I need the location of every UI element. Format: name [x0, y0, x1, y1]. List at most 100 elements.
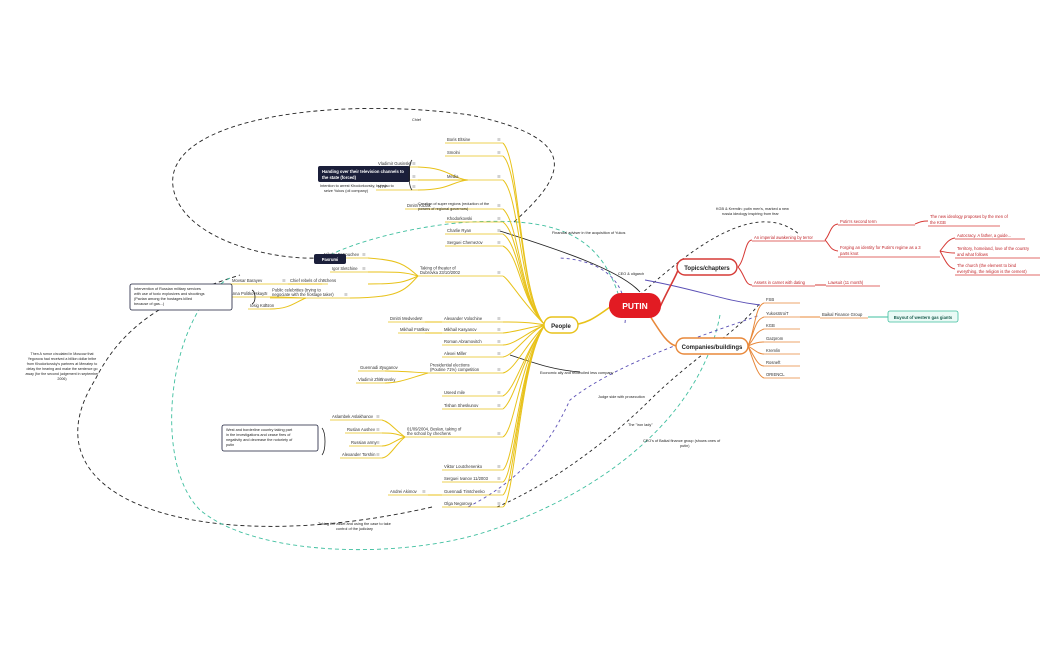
people-node-14[interactable]: Tishan Sheskunov☰: [442, 403, 503, 410]
note-icon[interactable]: ☰: [497, 150, 501, 155]
people-node-3[interactable]: Dmitri Kozak☰: [405, 203, 503, 210]
topic-identity-l2[interactable]: parts knot: [840, 251, 859, 256]
people-node-16[interactable]: Viktor Loutchenenko☰: [442, 464, 503, 471]
topic-church-l2[interactable]: everything, the religion is the cement): [957, 269, 1027, 274]
note-icon[interactable]: ☰: [497, 203, 501, 208]
note-icon[interactable]: ☰: [264, 303, 268, 308]
note-icon[interactable]: ☰: [379, 365, 383, 370]
intervention-callout[interactable]: Intervention of Russian military service…: [129, 283, 233, 311]
people-node-18[interactable]: Guennadi Timtchenko☰: [442, 489, 503, 496]
company-node-4[interactable]: Kremlin: [764, 348, 800, 355]
note-icon[interactable]: ☰: [322, 278, 326, 283]
buyout-callout[interactable]: Buyout of western gas giants: [887, 310, 959, 323]
people-node-13[interactable]: Useed mile☰: [442, 390, 503, 397]
note-icon[interactable]: ☰: [282, 278, 286, 283]
note-icon[interactable]: ☰: [376, 440, 380, 445]
note-icon[interactable]: ☰: [497, 174, 501, 179]
dubrovka-sub-2[interactable]: Iosig Kobzon☰: [248, 303, 275, 310]
note-icon[interactable]: ☰: [497, 431, 501, 436]
west-callout[interactable]: West and borderline country taking part …: [221, 424, 319, 452]
people-node-4[interactable]: Khodorkovski☰: [445, 216, 503, 223]
note-icon[interactable]: ☰: [497, 270, 501, 275]
topic-territory-l1[interactable]: Territory, homeland, love of the country: [957, 246, 1030, 251]
note-icon[interactable]: ☰: [497, 316, 501, 321]
beslan-node-1[interactable]: Ruslan Aushev☰: [345, 427, 382, 434]
people-node-8[interactable]: Alexander Volochine☰: [442, 316, 503, 323]
beslan-node-3[interactable]: Alexander Torshin☰: [340, 452, 382, 459]
note-icon[interactable]: ☰: [412, 161, 416, 166]
company-node-5[interactable]: Rosneft: [764, 360, 800, 367]
note-icon[interactable]: ☰: [497, 476, 501, 481]
people-node-0[interactable]: Boris Eltsine☰: [445, 137, 503, 144]
topic-territory-l2[interactable]: and what follows: [957, 252, 988, 257]
beslan-node-2[interactable]: Russian army☰: [349, 440, 382, 447]
note-icon[interactable]: ☰: [497, 403, 501, 408]
topic-new-ideology-l2[interactable]: the KGB: [930, 220, 946, 225]
dubrovka-node-1[interactable]: Igor Sletchine☰: [330, 266, 368, 273]
media-node-2[interactable]: NTV☰: [376, 184, 418, 191]
dubrovka-node-2[interactable]: Chief rebels of chechens☰: [288, 278, 336, 285]
people-node-1[interactable]: Smolni☰: [445, 150, 503, 157]
company-node-2[interactable]: KGB: [764, 323, 800, 330]
note-icon[interactable]: ☰: [376, 427, 380, 432]
dubrovka-sub-0[interactable]: Movsar Barayev☰: [230, 278, 288, 285]
note-icon[interactable]: ☰: [497, 216, 501, 221]
people-node-17[interactable]: Serguei Ivanov 11/2003☰: [442, 476, 503, 483]
note-icon[interactable]: ☰: [497, 390, 501, 395]
dubrovka-sub-1[interactable]: Anna Politkovskaya☰: [228, 291, 270, 298]
people-node-5[interactable]: Charlie Ryan☰: [445, 228, 503, 235]
branch-node-companies[interactable]: Companies/buildings: [675, 337, 749, 355]
company-node-1[interactable]: YukosStroiT: [764, 311, 800, 318]
topic-new-ideology-l1[interactable]: The new ideology proposes by the men of: [930, 214, 1009, 219]
note-icon[interactable]: ☰: [362, 252, 366, 257]
note-icon[interactable]: ☰: [344, 292, 348, 297]
note-icon[interactable]: ☰: [497, 367, 501, 372]
note-icon[interactable]: ☰: [412, 174, 416, 179]
topic-second-term[interactable]: Putin's second term: [840, 219, 877, 224]
root-node[interactable]: PUTIN: [609, 293, 661, 318]
baikal-node[interactable]: Baikal Finance Group: [820, 312, 868, 319]
people-node-11[interactable]: Alexei Miller☰: [442, 351, 503, 358]
topic-assets[interactable]: Assets in carnet with dating: [754, 280, 806, 285]
side-node-1[interactable]: Mikhail Fradkov☰: [398, 327, 430, 334]
note-icon[interactable]: ☰: [497, 240, 501, 245]
people-node-9[interactable]: Mikhail Kasyanov☰: [442, 327, 503, 334]
note-icon[interactable]: ☰: [264, 291, 268, 296]
note-icon[interactable]: ☰: [497, 137, 501, 142]
people-node-6[interactable]: Serguei Chemezov☰: [445, 240, 503, 247]
note-icon[interactable]: ☰: [362, 266, 366, 271]
handing-callout[interactable]: Handing over their television channels t…: [318, 166, 410, 182]
note-icon[interactable]: ☰: [497, 489, 501, 494]
note-icon[interactable]: ☰: [497, 228, 501, 233]
elections-node-0[interactable]: Guennadi Zyuganov☰: [358, 365, 399, 372]
topic-imperial[interactable]: An imperial awakening by terror: [754, 235, 813, 240]
beslan-node-0[interactable]: Aslambek Aslakhanov☰: [330, 414, 382, 421]
topic-identity-l1[interactable]: Forging an identity for Putin's regime a…: [840, 245, 921, 250]
elections-node-1[interactable]: Vladimir Zhirinovsky☰: [356, 377, 396, 384]
note-icon[interactable]: ☰: [376, 414, 380, 419]
company-node-0[interactable]: FSB: [764, 297, 800, 304]
people-node-19[interactable]: Olga Negorova☰: [442, 501, 503, 508]
topic-autocracy[interactable]: Autocracy. A father, a guide...: [957, 233, 1011, 238]
topic-lawsuit[interactable]: Lawsuit (11 month): [828, 280, 864, 285]
note-icon[interactable]: ☰: [412, 184, 416, 189]
note-icon[interactable]: ☰: [379, 377, 383, 382]
note-icon[interactable]: ☰: [497, 327, 501, 332]
note-icon[interactable]: ☰: [497, 351, 501, 356]
side-node-0[interactable]: Dmitri Medvedev☰: [388, 316, 425, 323]
people-node-2[interactable]: Media☰: [445, 174, 503, 181]
people-node-12[interactable]: Presidential elections(Poutine 71%) comp…: [428, 363, 503, 374]
company-node-6[interactable]: ORIENCL: [764, 372, 800, 379]
note-icon[interactable]: ☰: [497, 464, 501, 469]
andrei-node[interactable]: Andrei Akimov☰: [388, 489, 428, 496]
topic-church-l1[interactable]: The church (the element to bind: [957, 263, 1017, 268]
note-icon[interactable]: ☰: [497, 501, 501, 506]
note-icon[interactable]: ☰: [419, 327, 423, 332]
note-icon[interactable]: ☰: [497, 339, 501, 344]
branch-node-people[interactable]: People: [543, 316, 579, 334]
company-node-3[interactable]: Gazprom: [764, 336, 800, 343]
people-node-10[interactable]: Roman Abramovitch☰: [442, 339, 503, 346]
